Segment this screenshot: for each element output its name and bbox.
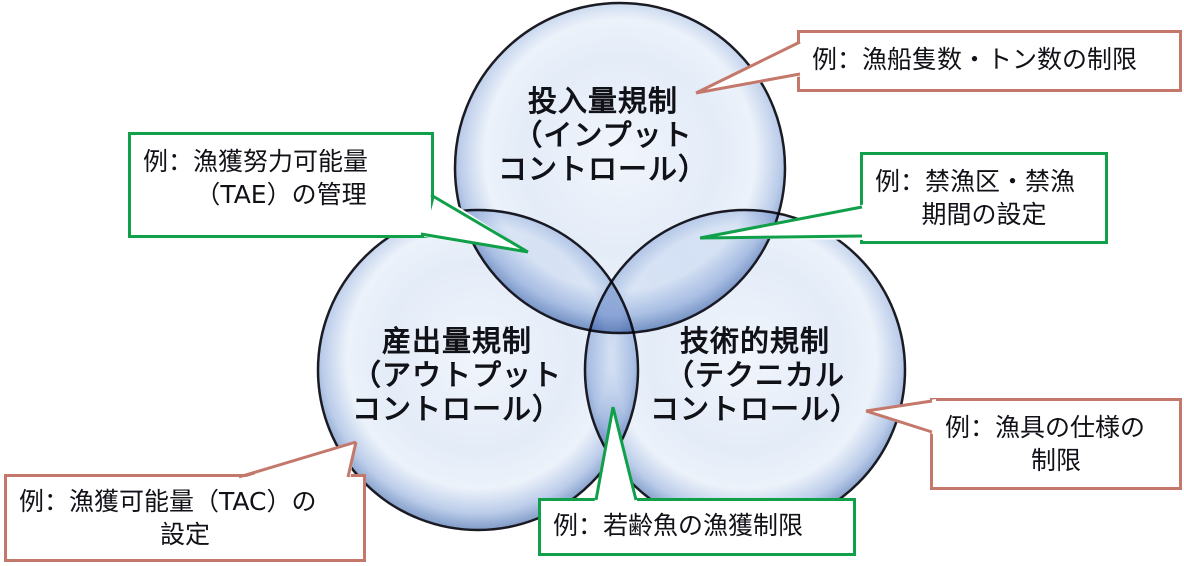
callout-text: 例：漁獲努力可能量 bbox=[143, 147, 369, 176]
callout-text: 例：若齢魚の漁獲制限 bbox=[553, 511, 804, 540]
callout-juvenile-limit: 例：若齢魚の漁獲制限 bbox=[538, 498, 856, 556]
label-line: 産出量規制 bbox=[381, 324, 532, 358]
callout-text: （TAE）の管理 bbox=[195, 180, 367, 209]
label-line: コントロール） bbox=[497, 152, 708, 186]
callout-text: 例：禁漁区・禁漁 bbox=[875, 167, 1076, 196]
callout-tac: 例：漁獲可能量（TAC）の 設定 bbox=[4, 474, 366, 562]
label-output-control: 産出量規制 （アウトプット コントロール） bbox=[287, 324, 627, 426]
callout-text: 例：漁獲可能量（TAC）の bbox=[19, 487, 317, 516]
callout-vessel-limit: 例：漁船隻数・トン数の制限 bbox=[797, 30, 1182, 92]
label-line: （アウトプット bbox=[351, 358, 562, 392]
label-line: コントロール） bbox=[649, 392, 860, 426]
label-line: 技術的規制 bbox=[679, 324, 830, 358]
callout-text: 設定 bbox=[159, 520, 210, 549]
label-line: コントロール） bbox=[351, 392, 562, 426]
callout-text: 制限 bbox=[1030, 446, 1081, 475]
label-line: （インプット bbox=[513, 118, 693, 152]
label-input-control: 投入量規制 （インプット コントロール） bbox=[433, 84, 773, 186]
callout-closed-area: 例：禁漁区・禁漁 期間の設定 bbox=[860, 152, 1108, 244]
label-technical-control: 技術的規制 （テクニカル コントロール） bbox=[585, 324, 925, 426]
label-line: 投入量規制 bbox=[527, 84, 678, 118]
callout-text: 期間の設定 bbox=[921, 200, 1047, 229]
callout-gear-spec: 例：漁具の仕様の 制限 bbox=[930, 398, 1182, 490]
callout-text: 例：漁具の仕様の bbox=[945, 413, 1146, 442]
label-line: （テクニカル bbox=[664, 358, 845, 392]
callout-tae: 例：漁獲努力可能量 （TAE）の管理 bbox=[128, 132, 434, 238]
callout-text: 例：漁船隻数・トン数の制限 bbox=[812, 45, 1138, 74]
